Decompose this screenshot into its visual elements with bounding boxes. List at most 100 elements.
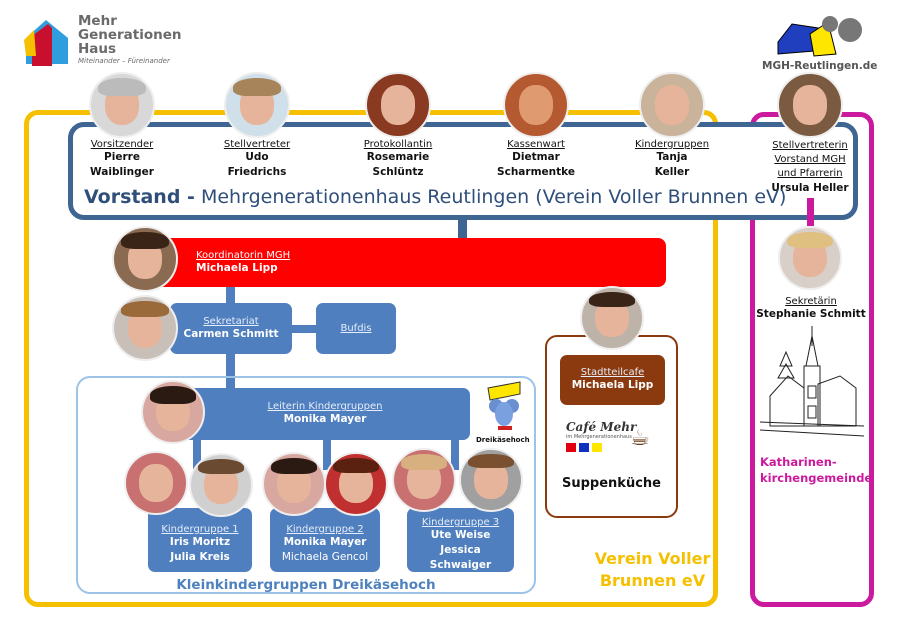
secretariat-box: Sekretariat Carmen Schmitt	[170, 303, 292, 354]
cafe-role: Stadtteilcafe	[580, 367, 645, 378]
group-role: Kindergruppe 3	[421, 517, 500, 528]
name: Ursula Heller	[771, 182, 849, 194]
photo-heller	[777, 72, 843, 138]
photo-lipp	[112, 226, 178, 292]
stadtteilcafe-box: Stadtteilcafe Michaela Lipp	[560, 355, 665, 405]
connector	[226, 353, 235, 389]
board-title-bold: Vorstand -	[84, 186, 195, 208]
kids-caption: Kleinkindergruppen Dreikäsehoch	[176, 577, 436, 593]
logo-right-text: MGH-Reutlingen.de	[762, 60, 878, 72]
church-line1: Katharinen-	[760, 455, 837, 469]
cafe-name: Michaela Lipp	[571, 379, 654, 391]
cafe-logo-sub: im Mehrgenerationenhaus	[566, 434, 632, 440]
coordinator-name: Michaela Lipp	[196, 261, 278, 274]
photo-mayer-2	[262, 452, 326, 516]
photo-kreis	[189, 453, 253, 517]
group-member: Julia Kreis	[170, 550, 230, 563]
kindergruppe-2-box: Kindergruppe 2 Monika Mayer Michaela Gen…	[270, 508, 380, 572]
name: Tanja	[656, 151, 688, 163]
connector	[451, 440, 459, 470]
board-member-secretary: Protokollantin Rosemarie Schlüntz	[348, 139, 448, 180]
name: Schlüntz	[372, 166, 424, 178]
photo-friedrichs	[224, 72, 290, 138]
secretariat-role: Sekretariat	[203, 315, 259, 327]
bufdis-role: Bufdis	[340, 323, 372, 334]
dreikaesehoch-text: Dreikäsehoch	[476, 436, 530, 444]
board-member-kids: Kindergruppen Tanja Keller	[622, 139, 722, 180]
logo-tagline: Miteinander – Füreinander	[78, 57, 170, 65]
red-square	[566, 443, 576, 452]
church-line2: kirchengemeinde	[760, 471, 873, 485]
role: Vorsitzender	[90, 139, 154, 150]
coordinator-box: Koordinatorin MGH Michaela Lipp	[148, 238, 666, 287]
connector-magenta	[807, 198, 814, 226]
connector	[226, 286, 235, 304]
cafe-mehr-logo: Café Mehr im Mehrgenerationenhaus ☕	[566, 420, 656, 460]
blue-square	[579, 443, 589, 452]
photo-moritz	[124, 451, 188, 515]
photo-waiblinger	[89, 72, 155, 138]
coffee-cup-icon: ☕	[630, 426, 650, 451]
board-member-church-deputy: Stellvertreterin Vorstand MGH und Pfarre…	[760, 139, 860, 196]
group-role: Kindergruppe 1	[161, 523, 239, 535]
role: Protokollantin	[363, 139, 433, 150]
verein-line1: Verein Voller	[594, 549, 711, 568]
role: Stellvertreterin	[772, 140, 848, 151]
name: Dietmar	[512, 151, 560, 163]
photo-scharmentke	[503, 72, 569, 138]
dreikaesehoch-logo: Dreikäsehoch	[476, 380, 530, 444]
name: Udo	[245, 151, 269, 163]
connector	[458, 218, 467, 240]
church-drawing-icon	[760, 326, 864, 437]
coordinator-role: Koordinatorin MGH	[196, 249, 291, 261]
suppenkueche-label: Suppenküche	[562, 476, 661, 491]
role: Stellvertreter	[223, 139, 291, 150]
yellow-square	[592, 443, 602, 452]
board-frame	[68, 122, 858, 220]
kids-lead-role: Leiterin Kindergruppen	[267, 401, 383, 412]
group-member: Iris Moritz	[169, 535, 231, 548]
board-member-deputy: Stellvertreter Udo Friedrichs	[207, 139, 307, 180]
board-title: Vorstand - Mehrgenerationenhaus Reutling…	[84, 186, 786, 208]
group-member: Monika Mayer	[283, 535, 367, 548]
group-member: Schwaiger	[429, 559, 492, 571]
name: Waiblinger	[90, 166, 154, 178]
role: Kassenwart	[507, 139, 565, 150]
bufdis-box: Bufdis	[316, 303, 396, 354]
church-name: Katharinen- kirchengemeinde	[760, 454, 873, 486]
connector	[193, 440, 201, 470]
kids-lead-name: Monika Mayer	[283, 413, 367, 425]
board-member-chair: Vorsitzender Pierre Waiblinger	[72, 139, 172, 180]
cafe-logo-title: Café Mehr	[566, 420, 637, 434]
name: Rosemarie	[366, 151, 430, 163]
kids-lead-box: Leiterin Kindergruppen Monika Mayer	[180, 388, 470, 440]
name: Pierre	[104, 151, 140, 163]
verein-line2: Brunnen eV	[599, 571, 706, 590]
kids-frame	[76, 376, 536, 594]
board-member-treasurer: Kassenwart Dietmar Scharmentke	[486, 139, 586, 180]
logo-line3: Haus	[78, 41, 117, 57]
role: und Pfarrerin	[777, 168, 843, 179]
name: Scharmentke	[497, 166, 575, 178]
photo-schmitt	[112, 295, 178, 361]
kindergruppe-3-box: Kindergruppe 3 Ute Weise Jessica Schwaig…	[407, 508, 514, 572]
puzzle-house-icon	[24, 20, 68, 66]
photo-mayer	[141, 380, 205, 444]
name: Friedrichs	[227, 166, 287, 178]
group-member: Ute Weise	[430, 529, 491, 541]
church-secretary-name: Stephanie Schmitt	[756, 308, 866, 320]
house-drawing-icon	[777, 16, 862, 57]
board-title-rest: Mehrgenerationenhaus Reutlingen (Verein …	[194, 186, 787, 208]
church-secretary-role: Sekretärin	[785, 296, 837, 307]
role: Vorstand MGH	[774, 154, 846, 165]
logo-line1: Mehr	[78, 13, 117, 29]
photo-schluentz	[365, 72, 431, 138]
photo-lipp-cafe	[580, 286, 644, 350]
name: Keller	[654, 166, 690, 178]
secretariat-name: Carmen Schmitt	[183, 327, 279, 340]
connector	[323, 440, 331, 470]
verein-label: Verein Voller Brunnen eV	[590, 548, 715, 592]
church-secretary: Sekretärin Stephanie Schmitt	[752, 296, 870, 322]
mouse-cheese-icon	[487, 381, 521, 430]
photo-keller	[639, 72, 705, 138]
